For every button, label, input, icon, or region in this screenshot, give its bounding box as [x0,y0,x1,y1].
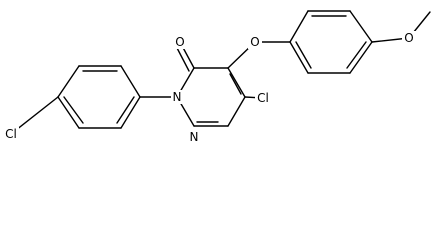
atom-n1-label: N [173,90,182,104]
atom-cl-ring-label: Cl [257,91,269,105]
atom-n2: N [188,130,200,144]
atom-cl-phenyl: Cl [3,127,19,141]
bond-line [57,96,80,129]
bond-line [57,65,80,98]
bond-line [63,96,84,124]
bond-line [346,41,367,69]
atom-o-ether: O [248,35,262,49]
bond-line [349,10,373,43]
bond-lines [10,10,431,135]
atom-o-methoxy-label: O [404,31,413,45]
atom-cl-phenyl-label: Cl [5,127,17,141]
atom-cl-ring: Cl [255,91,271,105]
bond-line [349,41,373,74]
atom-o-carbonyl-label: O [175,35,184,49]
bond-line [227,96,246,127]
chemical-structure-diagram: O O O N N Cl Cl [3,10,431,144]
bond-line [295,41,312,69]
bond-line [289,41,309,74]
atom-o-carbonyl: O [173,35,187,49]
atom-n1: N [171,90,183,104]
bond-line [116,96,135,124]
bond-line [289,10,309,43]
atom-n2-label: N [190,130,199,144]
atom-o-methoxy: O [402,31,416,45]
bond-line [229,73,242,95]
bond-line [120,96,141,129]
atom-labels: O O O N N Cl Cl [3,31,416,144]
bond-line [175,45,190,72]
bond-line [120,65,141,98]
atom-o-ether-label: O [250,35,259,49]
bond-line [227,67,246,98]
